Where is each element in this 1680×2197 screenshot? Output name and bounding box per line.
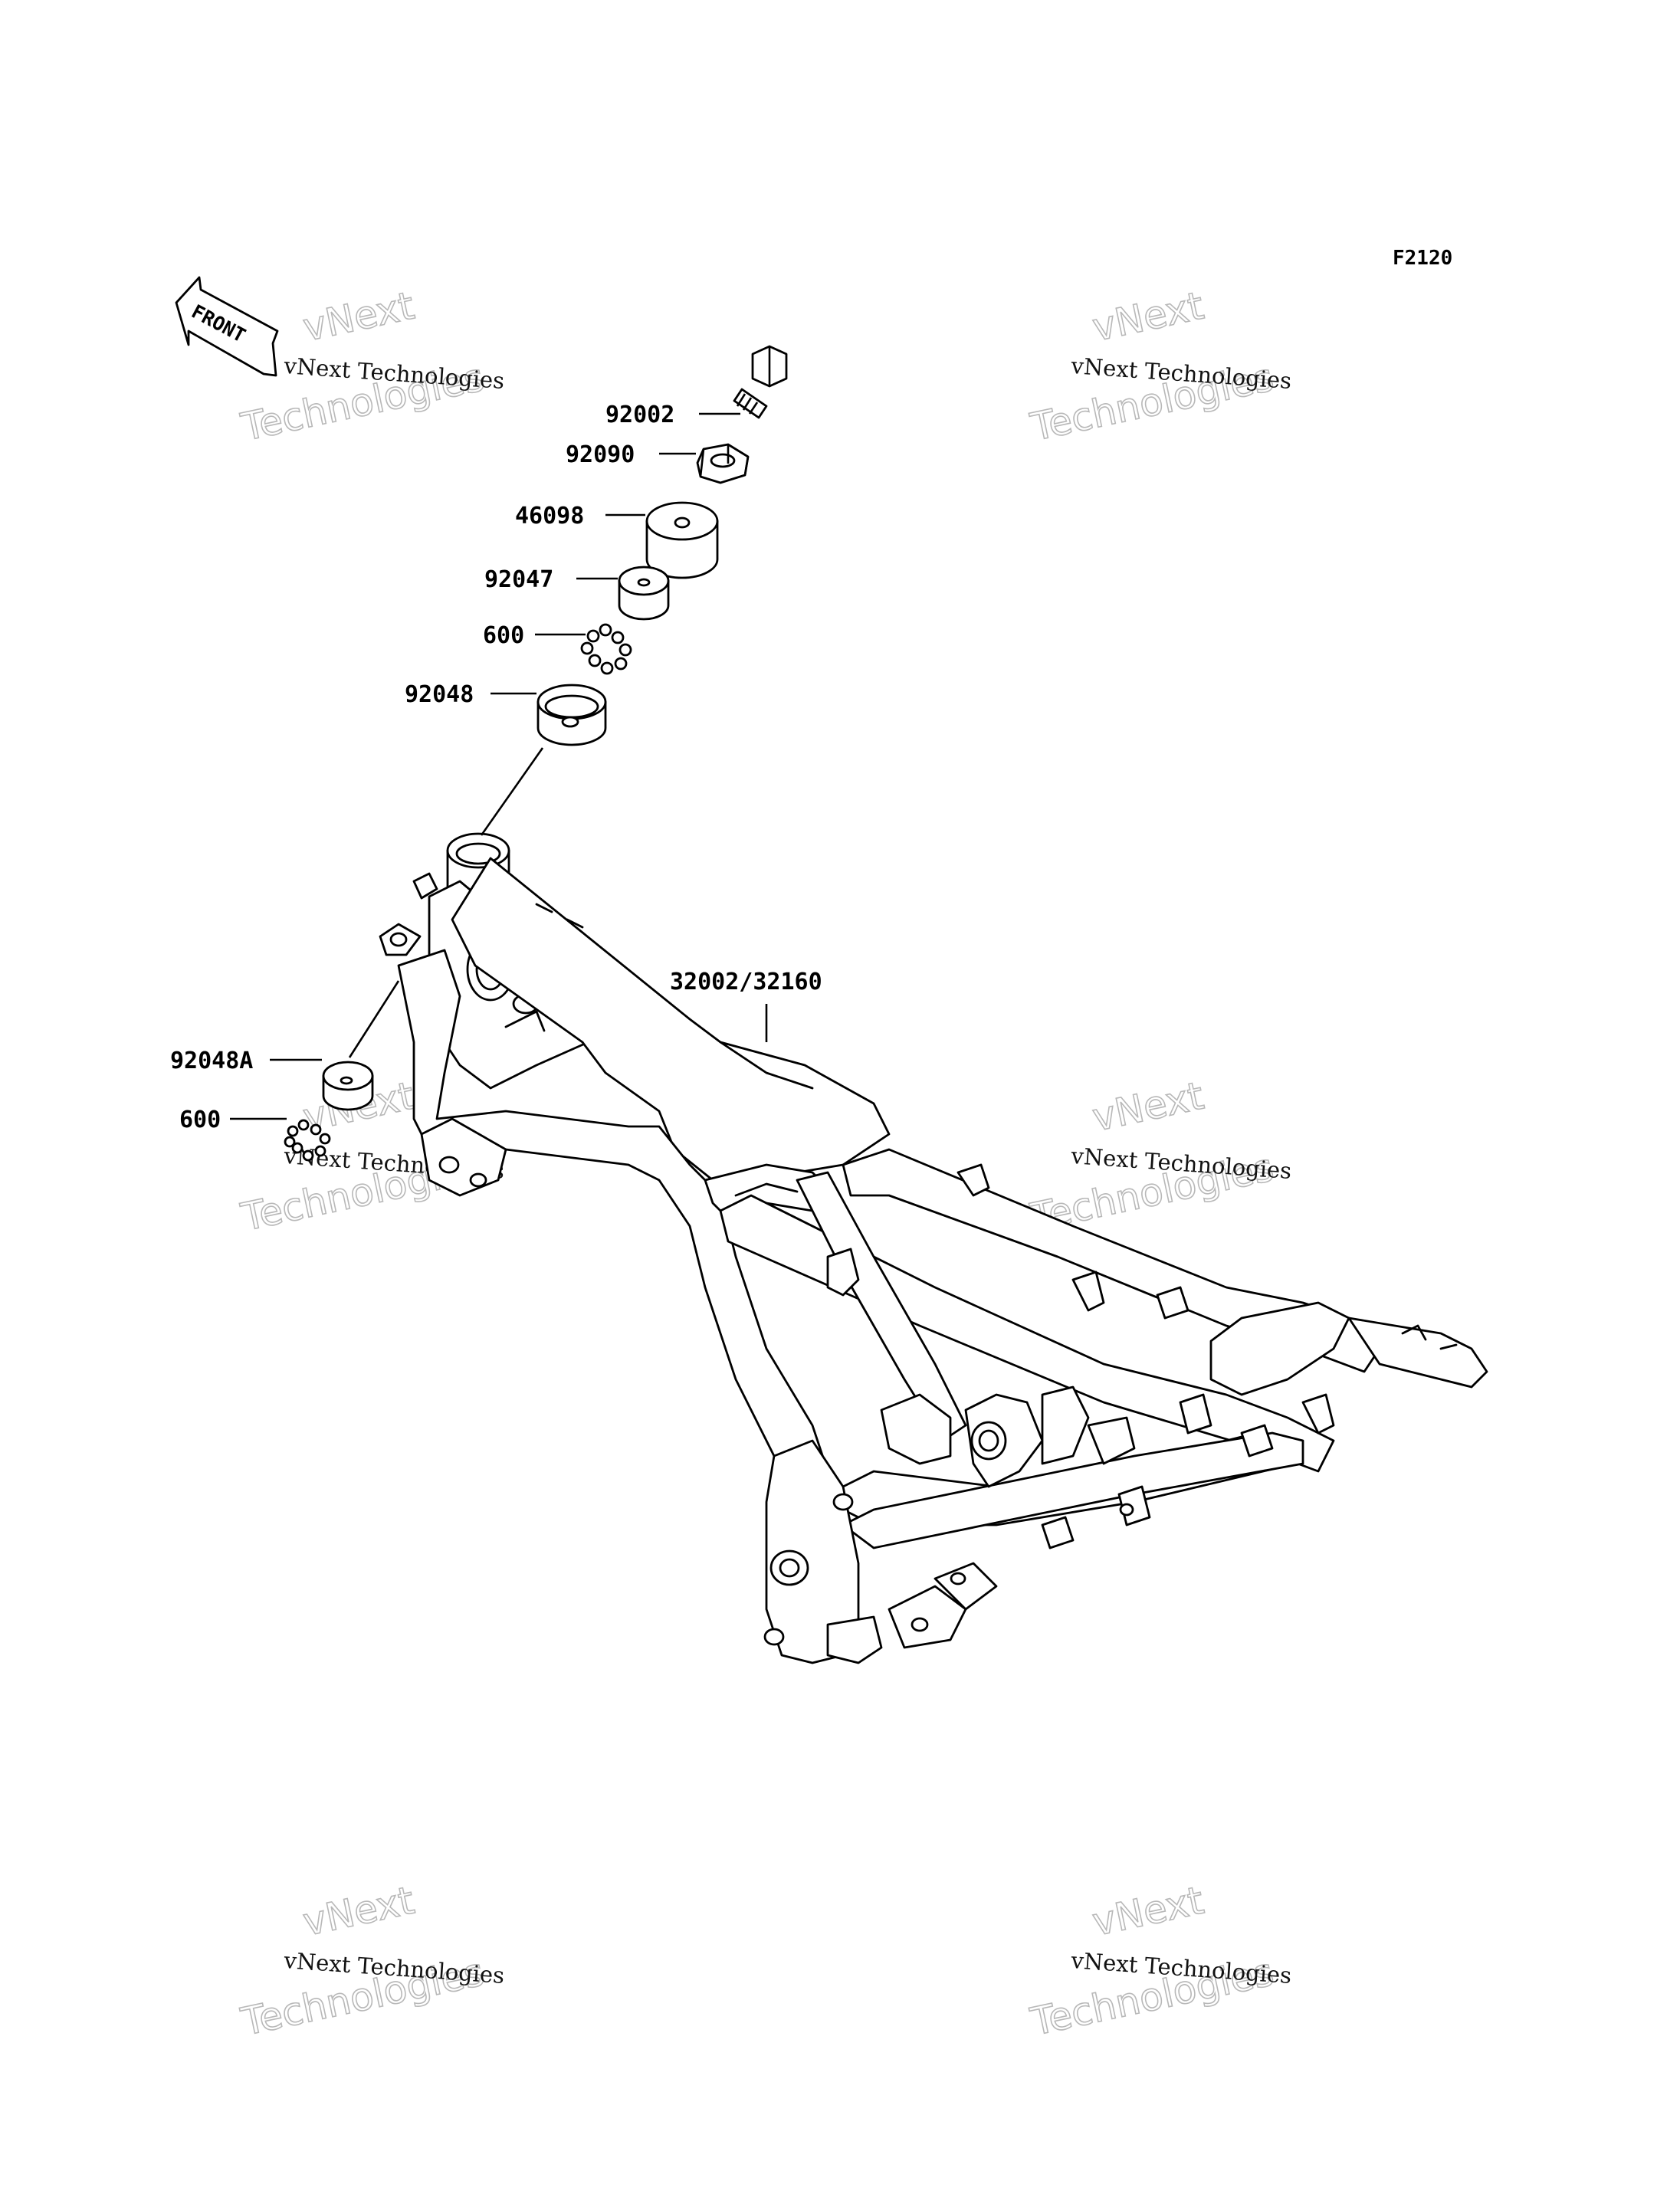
- callout-92047[interactable]: 92047: [484, 566, 553, 593]
- part-600-steel-balls-top[interactable]: [580, 623, 632, 675]
- watermark-bottom-left: vNext Technologies vNext Technologies: [237, 1877, 506, 2045]
- svg-text:vNext: vNext: [1088, 284, 1207, 350]
- watermark-middle-right: vNext Technologies vNext Technologies: [1026, 1073, 1293, 1241]
- watermark-top-right: vNext Technologies vNext Technologies: [1026, 283, 1293, 451]
- watermark-top-left: vNext Technologies vNext Technologies: [237, 283, 506, 451]
- callout-92048A[interactable]: 92048A: [170, 1048, 253, 1074]
- callout-92048[interactable]: 92048: [405, 681, 474, 708]
- callout-600-bottom[interactable]: 600: [179, 1107, 221, 1133]
- svg-text:vNext: vNext: [299, 284, 418, 350]
- svg-text:vNext: vNext: [1088, 1878, 1207, 1945]
- svg-text:vNext: vNext: [299, 1878, 418, 1945]
- diagram-code: F2120: [1393, 247, 1452, 270]
- part-46098-damper[interactable]: [645, 501, 719, 579]
- callout-600-top[interactable]: 600: [483, 622, 524, 649]
- svg-text:vNext: vNext: [1088, 1074, 1207, 1140]
- callout-leaders: [230, 412, 768, 1120]
- front-direction-arrow-icon: FRONT: [175, 276, 279, 377]
- callout-32002-32160[interactable]: 32002/32160: [670, 969, 822, 995]
- part-92048A-bearing-race[interactable]: [322, 1061, 374, 1111]
- part-32002-main-frame[interactable]: [379, 832, 1488, 1664]
- watermark-bottom-right: vNext Technologies vNext Technologies: [1026, 1877, 1293, 2045]
- callout-92090[interactable]: 92090: [566, 441, 635, 468]
- part-92047-collar[interactable]: [618, 566, 670, 621]
- part-92002-bolt[interactable]: [733, 345, 788, 419]
- callout-92002[interactable]: 92002: [605, 402, 674, 428]
- part-92090-nut[interactable]: [696, 443, 750, 484]
- callout-46098[interactable]: 46098: [515, 503, 584, 530]
- part-600-steel-balls-bottom[interactable]: [284, 1119, 331, 1162]
- part-92048-bearing-race[interactable]: [536, 684, 607, 746]
